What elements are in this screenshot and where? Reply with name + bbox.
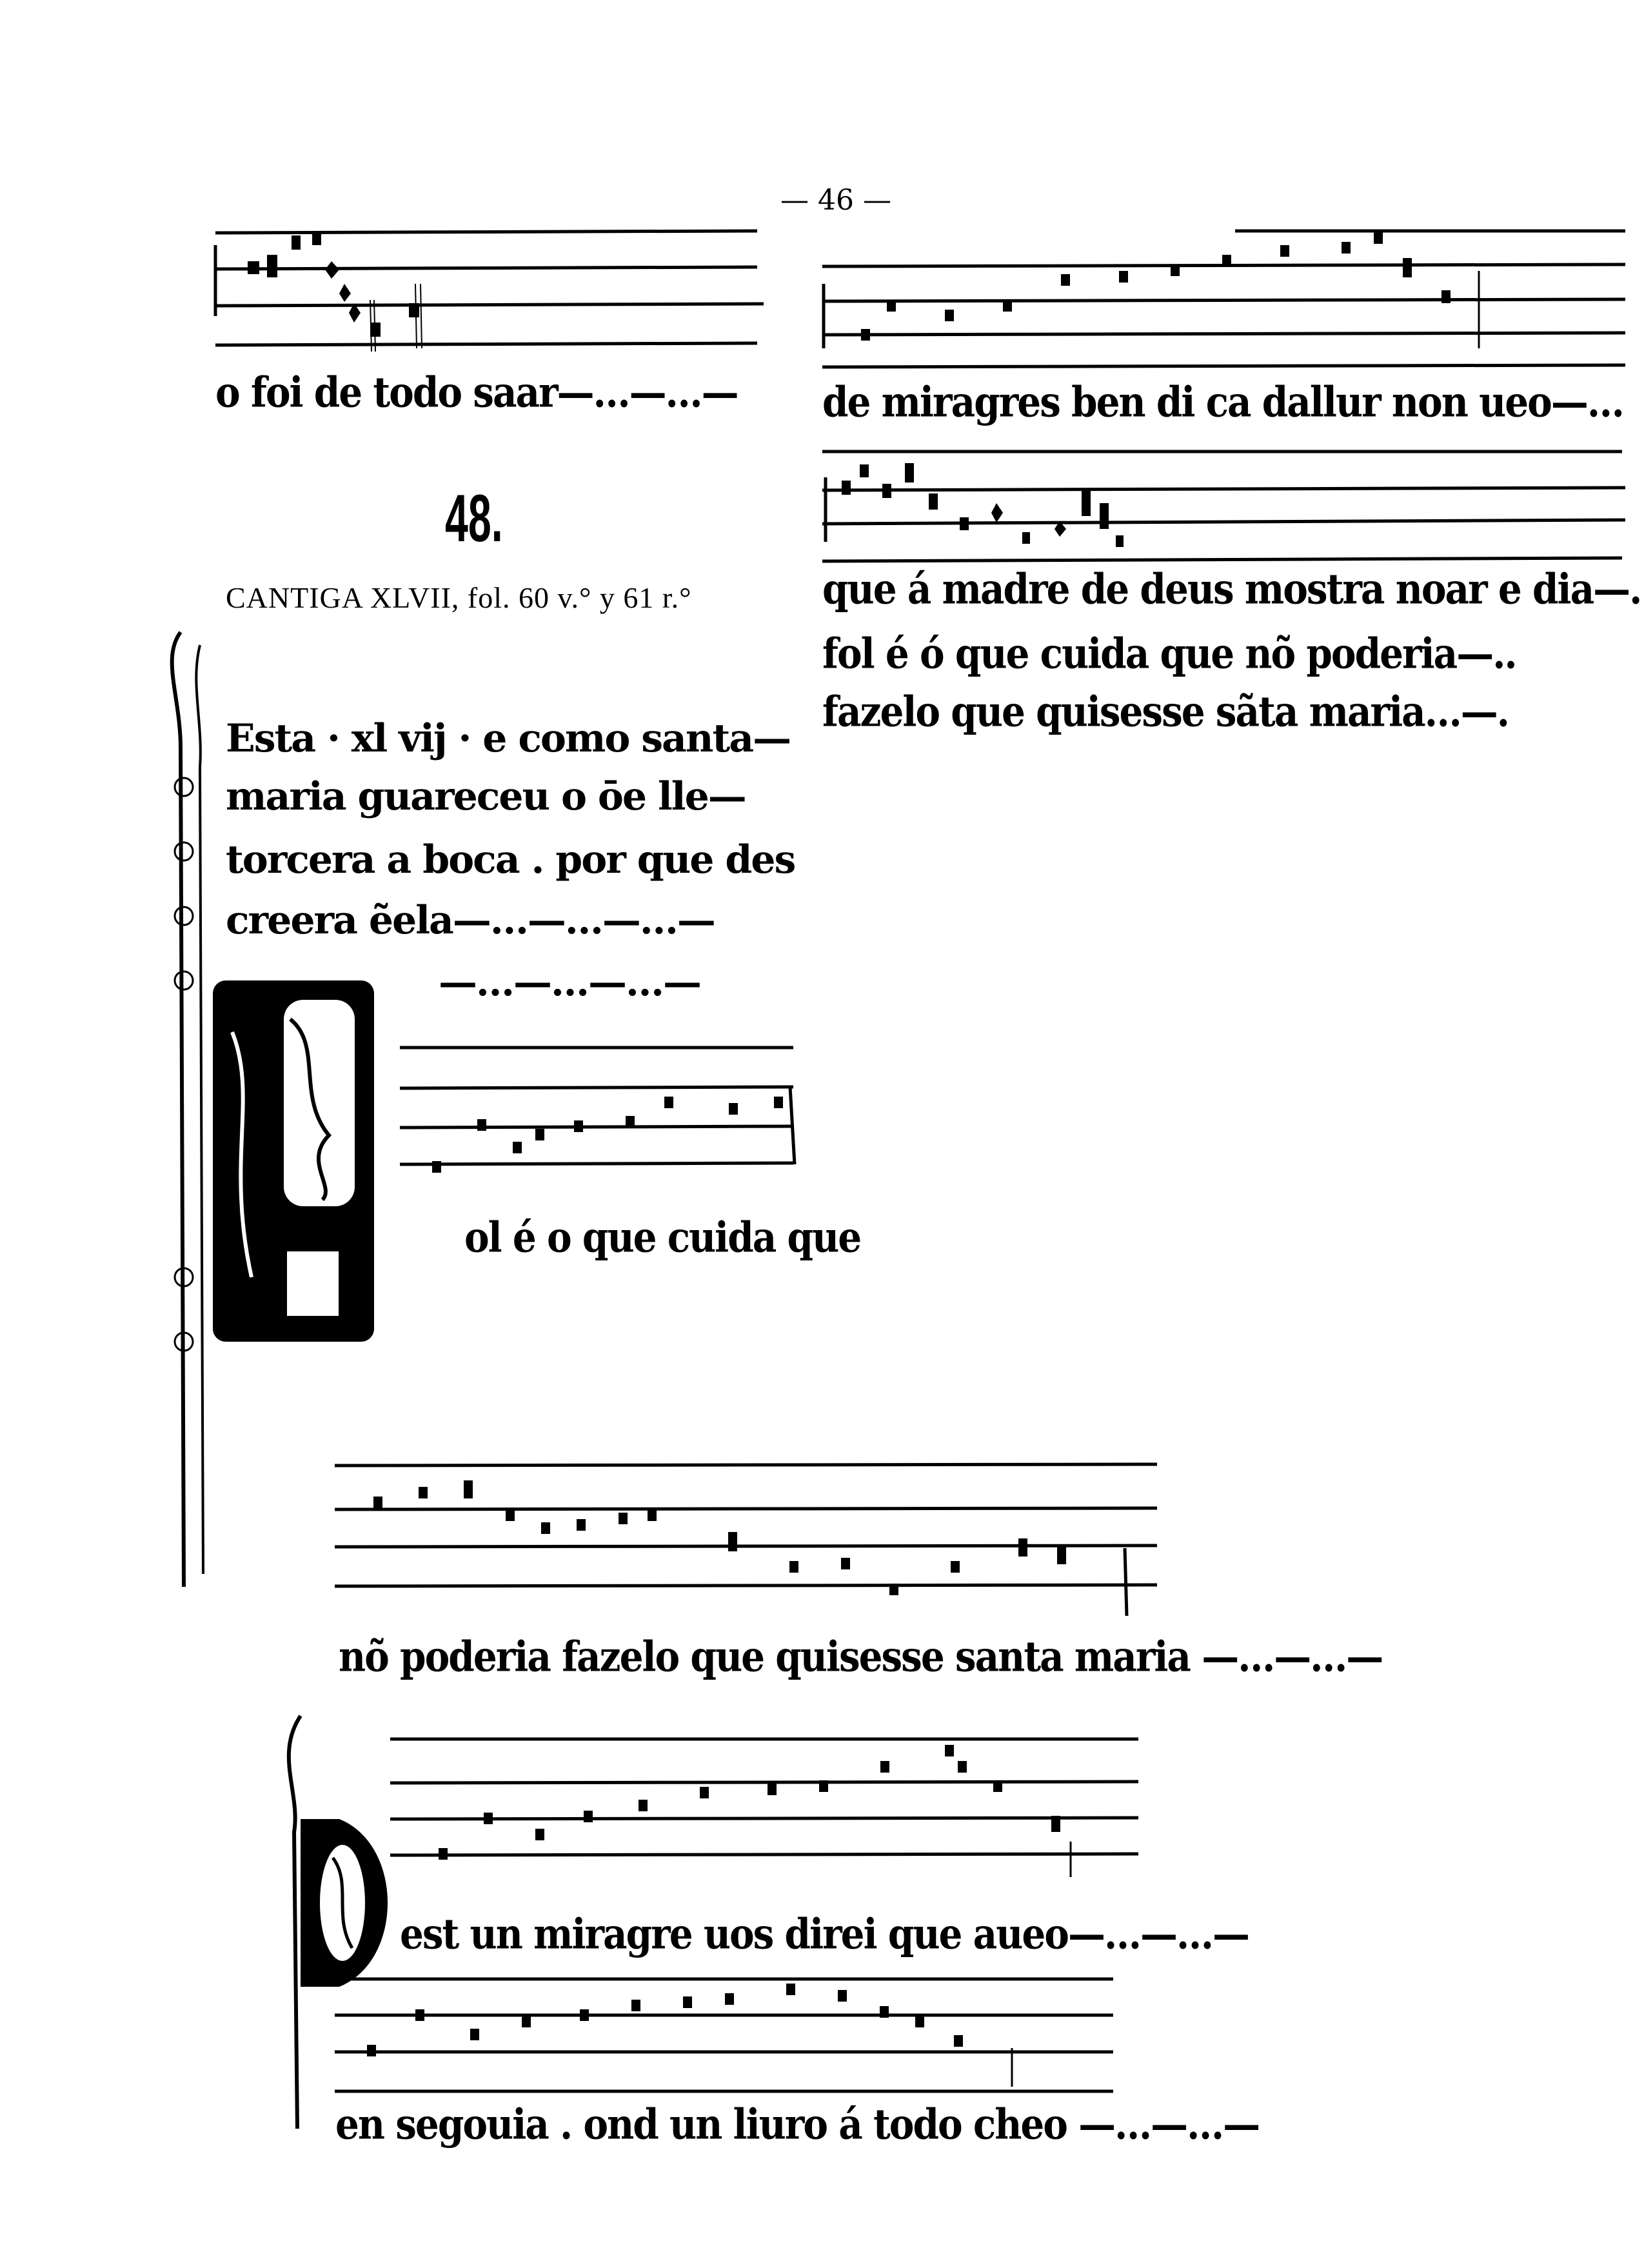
page-number: — 46 — <box>780 184 891 217</box>
lyric-bottom-2: est un miragre uos direi que aueo—…—…— <box>400 1909 1250 1959</box>
lyric-bottom-1: nõ poderia fazelo que quisesse santa mar… <box>339 1632 1383 1682</box>
lyric-right-3: fol é ó que cuida que nõ poderia—.. <box>822 629 1518 679</box>
lyric-right-4: fazelo que quisesse sãta maria…—. <box>822 687 1510 737</box>
rubric-line-4: creera ẽela—…—…—…— <box>226 898 716 943</box>
rubric-line-1: Esta · xl vij · e como santa— <box>226 716 791 761</box>
cantiga-caption: CANTIGA XLVII, fol. 60 v.° y 61 r.° <box>226 581 692 614</box>
lyric-left-top: o foi de todo saar—…—…— <box>215 368 739 417</box>
lyric-right-1: de miragres ben di ca dallur non ueo—… <box>822 377 1625 427</box>
rubric-line-3: torcera a boca . por que des <box>226 837 796 882</box>
rubric-trail: —…—…—…— <box>439 960 702 1005</box>
lyric-right-2: que á madre de deus mostra noar e dia—. <box>822 564 1642 614</box>
lyric-after-initial-f: ol é o que cuida que <box>464 1213 862 1262</box>
illuminated-initial-d: D <box>262 1703 391 2142</box>
cantiga-number: 48. <box>445 481 503 556</box>
illuminated-initial-f: F <box>174 968 413 1361</box>
lyric-bottom-3: en segouia . ond un liuro á todo cheo —…… <box>335 2100 1260 2149</box>
decorative-border-vine <box>155 619 232 1613</box>
rubric-line-2: maria guareceu o ōe lle— <box>226 774 747 819</box>
